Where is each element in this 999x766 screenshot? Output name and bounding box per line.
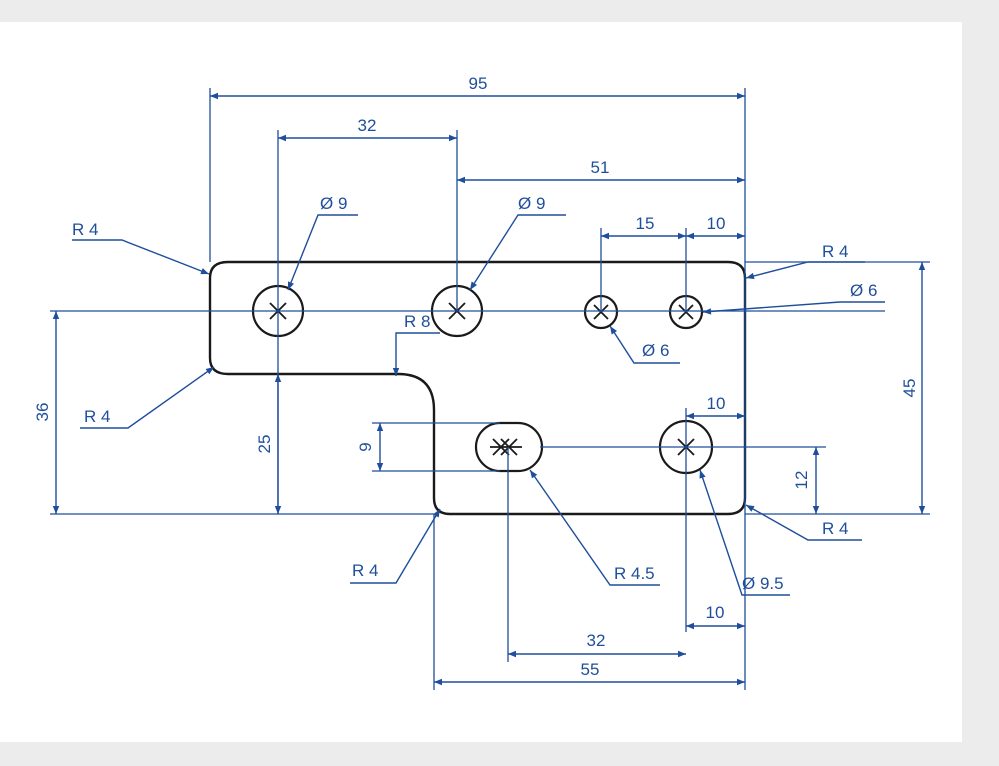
callout-dia-left-hole: Ø 9	[320, 194, 347, 213]
dim-step-height: 25	[255, 435, 274, 454]
dim-right-offset-top: 10	[707, 214, 726, 233]
dim-right-offset-bottom: 10	[706, 603, 725, 622]
dim-right-offset-mid: 10	[707, 394, 726, 413]
dim-overall-width: 95	[469, 74, 488, 93]
callout-radius-bottom-right: R 4	[822, 519, 848, 538]
callout-radius-inner-fillet: R 8	[404, 312, 430, 331]
callout-radius-bottom-left: R 4	[352, 561, 378, 580]
callout-radius-slot: R 4.5	[614, 564, 655, 583]
callout-radius-top-right: R 4	[822, 242, 848, 261]
dim-left-height: 36	[33, 403, 52, 422]
extension-lines	[50, 88, 930, 690]
callout-radius-top-left: R 4	[72, 220, 98, 239]
dim-overall-height: 45	[900, 379, 919, 398]
dim-bottom-width: 55	[581, 660, 600, 679]
callout-dia-large-hole: Ø 9.5	[742, 574, 784, 593]
dim-right-span: 51	[591, 158, 610, 177]
dim-right-hole-height: 12	[792, 471, 811, 490]
callout-radius-left-inner: R 4	[84, 407, 110, 426]
leader-lines	[72, 214, 885, 596]
part-outline	[208, 260, 747, 516]
slot	[474, 421, 544, 473]
dim-slot-spacing: 32	[587, 631, 606, 650]
dim-small-hole-spacing: 15	[636, 214, 655, 233]
dim-slot-height: 9	[356, 442, 375, 451]
dimension-labels: 95 32 51 15 10 45 36 25 9 12 10 32 55 10	[33, 74, 919, 679]
dimension-lines	[52, 92, 926, 686]
callout-dia-mid-hole: Ø 9	[518, 194, 545, 213]
callout-labels: R 4 R 4 R 4 R 8 R 4 R 4 R 4.5 Ø 9 Ø 9 Ø …	[72, 194, 877, 593]
callout-dia-small-hole-b: Ø 6	[850, 281, 877, 300]
dim-hole-spacing-top: 32	[358, 116, 377, 135]
drawing-sheet	[0, 22, 962, 742]
callout-dia-small-hole-a: Ø 6	[642, 341, 669, 360]
